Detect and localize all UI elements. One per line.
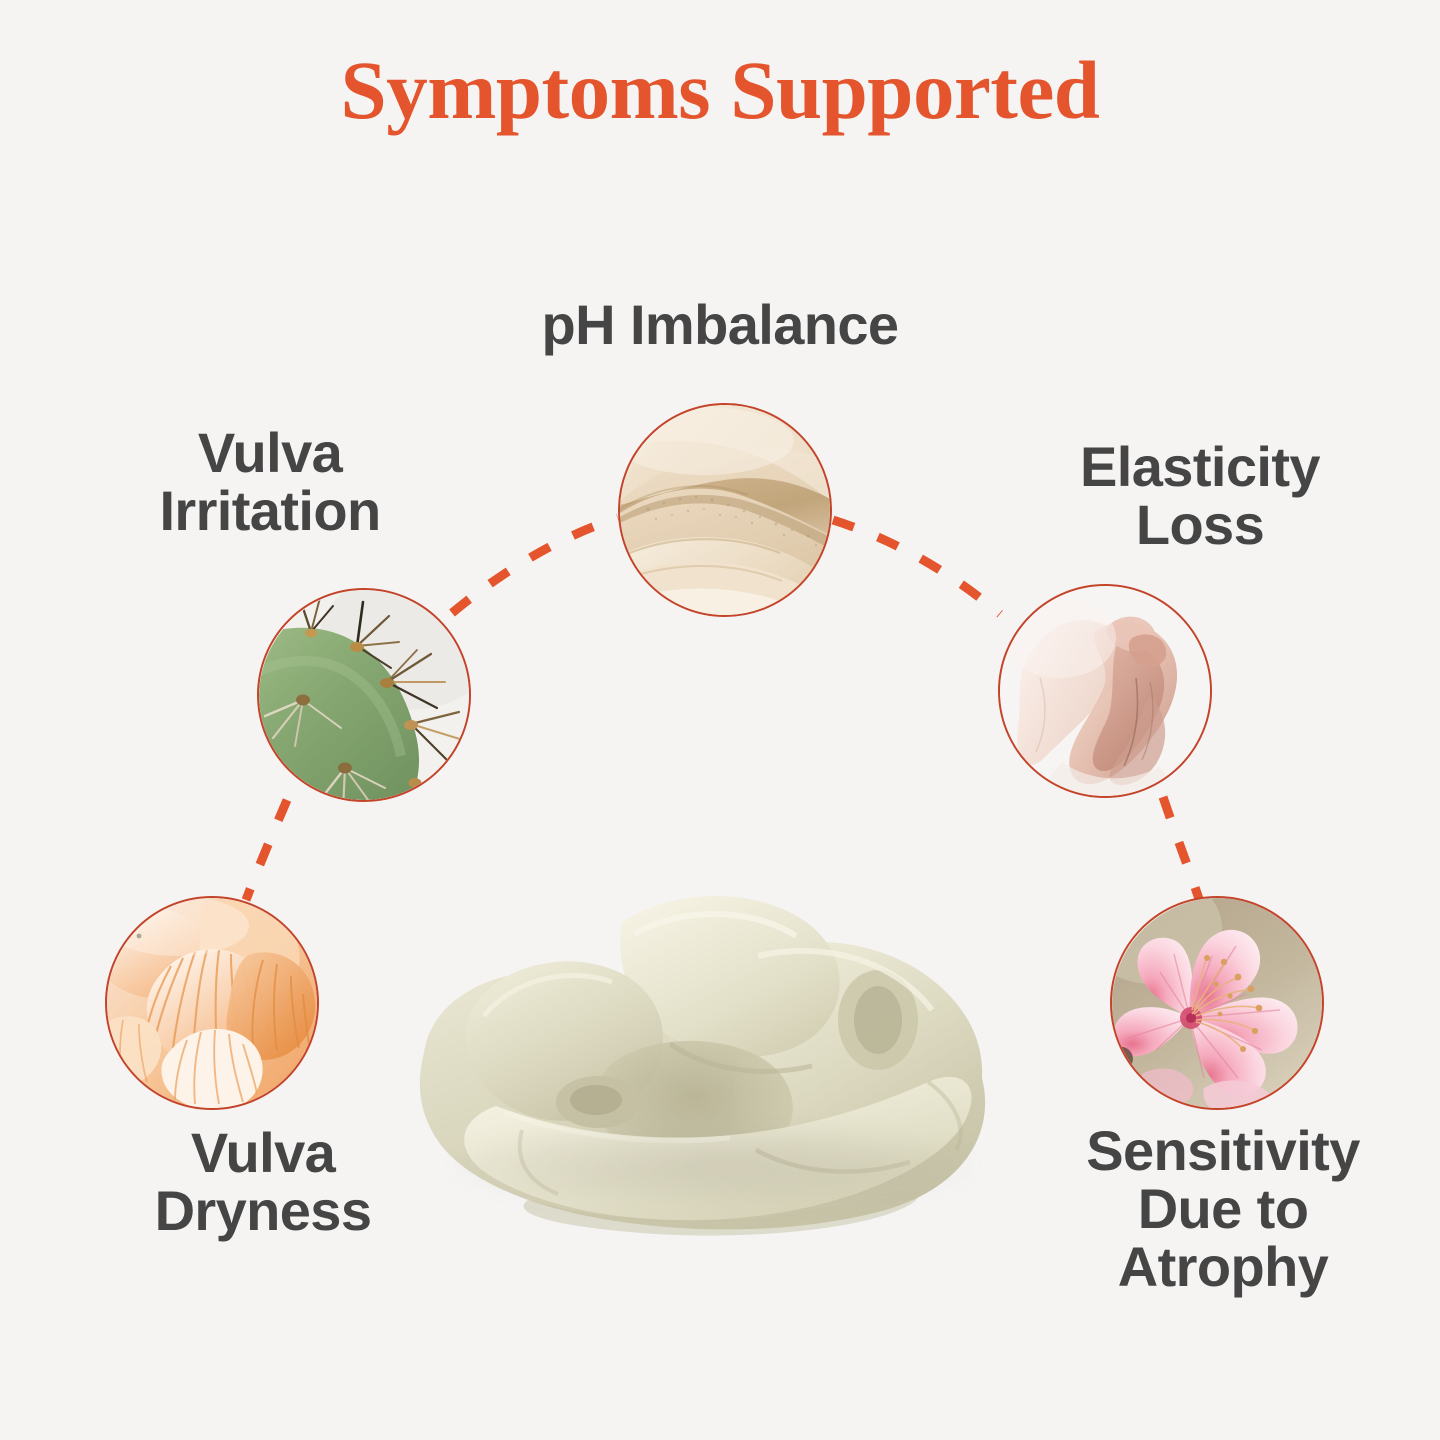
sensitivity-atrophy-circle[interactable] [1110, 896, 1324, 1110]
vulva-dryness-circle[interactable] [105, 896, 319, 1110]
label-elasticity-loss: Elasticity Loss [1080, 435, 1321, 557]
elasticity-loss-circle[interactable] [998, 584, 1212, 798]
label-vulva-irritation: Vulva Irritation [159, 421, 381, 543]
connector-elasticity-to-sensitivity [1158, 795, 1204, 901]
connector-ph-to-elasticity [831, 515, 1003, 618]
label-sensitivity-atrophy: Sensitivity Due to Atrophy [1086, 1119, 1360, 1299]
coral-mushroom-icon [107, 898, 317, 1108]
vulva-irritation-circle[interactable] [257, 588, 471, 802]
ph-imbalance-circle[interactable] [618, 403, 832, 617]
cactus-icon [259, 590, 469, 800]
label-vulva-dryness: Vulva Dryness [154, 1121, 372, 1243]
label-ph-imbalance: pH Imbalance [541, 293, 900, 356]
page-title: Symptoms Supported [340, 44, 1100, 136]
cherry-blossom-icon [1112, 898, 1322, 1108]
product-cream-swirl [408, 830, 1018, 1240]
sand-dunes-icon [620, 405, 830, 615]
cream-swirl-graphic [419, 895, 986, 1236]
cream-shadow [448, 1120, 978, 1210]
pink-flower-icon [1000, 586, 1210, 796]
connector-irritation-to-dryness [241, 798, 292, 902]
